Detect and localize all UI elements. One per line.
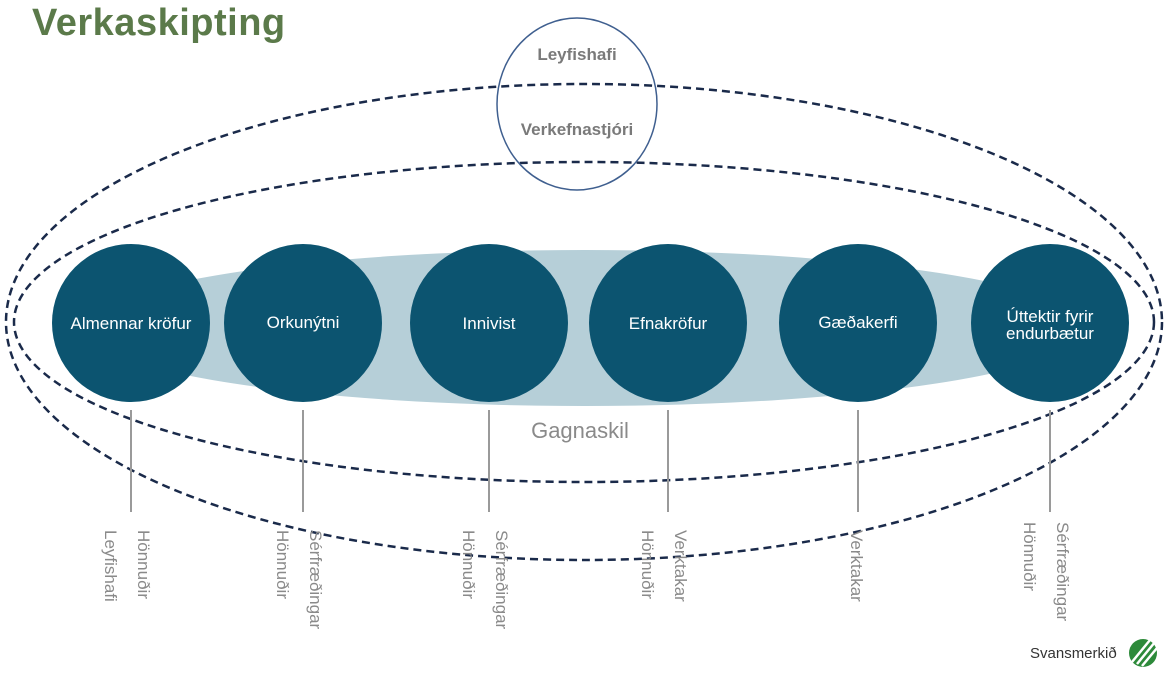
- node-circle-uttektir: [971, 244, 1129, 402]
- role-label: Leyfishafi: [101, 530, 120, 602]
- node-label-orkunytni: Orkunýtni: [266, 313, 340, 332]
- role-label: Hönnuðir: [459, 530, 478, 599]
- role-label: Verktakar: [847, 530, 866, 602]
- node-label-gaedakerfi: Gæðakerfi: [818, 313, 898, 332]
- role-label: Sérfræðingar: [1053, 522, 1072, 622]
- role-label: Hönnuðir: [134, 530, 153, 599]
- page-title: Verkaskipting: [32, 2, 286, 44]
- node-label-efnakrofur: Efnakröfur: [628, 313, 708, 333]
- node-circle-almennar-krofur: [52, 244, 210, 402]
- outer-dashed-ellipse: [4, 82, 1164, 562]
- swan-logo-icon: [1129, 639, 1158, 667]
- role-label: Hönnuðir: [638, 530, 657, 599]
- top-label-leyfishafi: Leyfishafi: [537, 45, 617, 64]
- role-label: Hönnuðir: [1020, 522, 1039, 591]
- node-circle-orkunytni: [224, 244, 382, 402]
- top-label-verkefnastjori: Verkefnastjóri: [520, 120, 634, 139]
- node-label-uttektir: Úttektir fyrir endurbætur: [1006, 307, 1094, 343]
- project-manager-circle: [496, 17, 658, 191]
- node-circle-gaedakerfi: [779, 244, 937, 402]
- inner-dashed-ellipse: [12, 160, 1156, 484]
- logo-text: Svansmerkið: [1030, 645, 1117, 662]
- role-label: Sérfræðingar: [306, 530, 325, 630]
- node-circle-innivist: [410, 244, 568, 402]
- band-label: Gagnaskil: [531, 418, 629, 443]
- role-label: Verktakar: [671, 530, 690, 602]
- node-circle-efnakrofur: [589, 244, 747, 402]
- node-label-almennar-krofur: Almennar kröfur: [70, 313, 192, 333]
- node-label-innivist: Innivist: [462, 313, 516, 333]
- role-label: Sérfræðingar: [492, 530, 511, 630]
- role-label: Hönnuðir: [273, 530, 292, 599]
